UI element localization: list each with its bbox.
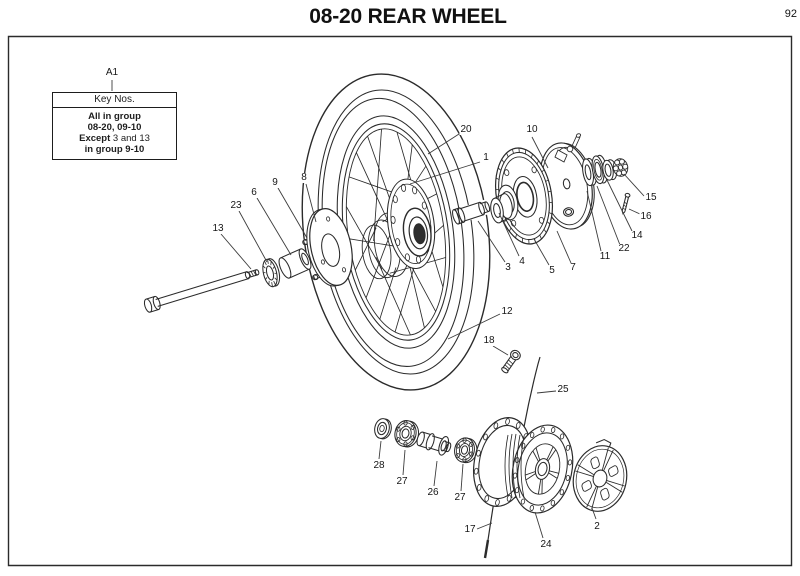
leader-line	[306, 184, 316, 222]
page-number: 92	[784, 8, 797, 20]
part-25-spoke	[524, 357, 540, 427]
key-box: Key Nos. All in group 08-20, 09-10 Excep…	[52, 92, 177, 160]
leader-line	[257, 198, 291, 255]
callout-3: 3	[504, 262, 512, 273]
callout-2: 2	[593, 521, 601, 532]
part-23-serrated-washer	[260, 257, 282, 288]
callout-6: 6	[250, 187, 258, 198]
leader-line	[221, 234, 251, 269]
callout-13: 13	[211, 223, 225, 234]
key-box-line-3: Except 3 and 13	[79, 133, 150, 144]
key-box-line-1: All in group	[88, 111, 141, 122]
leader-line	[534, 239, 549, 265]
leader-line	[403, 450, 405, 475]
leader-line	[624, 174, 644, 196]
part-28-seal	[373, 417, 393, 440]
callout-17: 17	[463, 524, 477, 535]
leader-line	[499, 213, 519, 256]
part-8-cover-plate	[300, 205, 358, 290]
leader-line	[629, 209, 640, 214]
leader-line	[557, 231, 571, 263]
leader-line	[493, 346, 508, 355]
callout-25: 25	[556, 384, 570, 395]
callout-15: 15	[644, 192, 658, 203]
callout-20: 20	[459, 124, 473, 135]
part-6-spacer	[277, 247, 314, 279]
brake-anchor-details	[555, 133, 581, 162]
leader-line	[379, 441, 381, 459]
part-3-axle-bolt	[451, 199, 491, 225]
callout-18: 18	[482, 335, 496, 346]
hub-barrel-ribs-front	[505, 434, 524, 498]
callout-7: 7	[569, 262, 577, 273]
leader-line	[478, 221, 505, 262]
leader-line	[239, 211, 267, 262]
leader-line	[587, 191, 601, 251]
page-border	[9, 37, 792, 566]
callout-A1: A1	[104, 67, 120, 78]
callout-9: 9	[271, 177, 279, 188]
callout-23: 23	[229, 200, 243, 211]
callout-10: 10	[525, 124, 539, 135]
page-title: 08-20 REAR WHEEL	[309, 5, 507, 28]
callout-8: 8	[300, 172, 308, 183]
part-2-cush-drive	[567, 435, 634, 516]
leader-line	[278, 188, 307, 238]
leader-line	[607, 180, 632, 231]
callout-4: 4	[518, 256, 526, 267]
key-box-line-4: in group 9-10	[84, 144, 145, 155]
leader-line	[434, 461, 437, 486]
part-15-nut	[612, 158, 629, 178]
callout-5: 5	[548, 265, 556, 276]
callout-12: 12	[500, 306, 514, 317]
callout-16: 16	[639, 211, 653, 222]
callout-27: 27	[453, 492, 467, 503]
callout-11: 11	[598, 251, 612, 262]
key-box-line-2: 08-20, 09-10	[87, 122, 142, 133]
part-24-hub-flange-right	[505, 419, 581, 518]
leader-line	[428, 134, 459, 154]
part-13-axle	[143, 268, 261, 314]
callout-24: 24	[539, 539, 553, 550]
part-4-spacer	[489, 193, 514, 224]
leader-line	[597, 186, 620, 245]
leader-line	[537, 391, 556, 393]
leader-line	[477, 523, 492, 529]
part-1-wheel-hub	[353, 176, 440, 281]
part-16-screw	[621, 193, 631, 214]
leader-line	[535, 512, 543, 538]
key-box-header: Key Nos.	[53, 93, 176, 108]
callout-22: 22	[617, 243, 631, 254]
leader-line	[448, 314, 500, 339]
part-26-axle-sleeve	[415, 430, 453, 457]
callout-27: 27	[395, 476, 409, 487]
leader-line	[461, 464, 463, 491]
callout-1: 1	[482, 152, 490, 163]
leader-lines	[112, 80, 644, 538]
callout-14: 14	[630, 230, 644, 241]
part-27-bearing-a	[393, 419, 421, 449]
leader-line	[532, 137, 548, 168]
leader-line	[410, 162, 480, 184]
part-18-valve-stem	[500, 349, 522, 375]
part-17-spoke-nipple	[485, 540, 488, 558]
callout-26: 26	[426, 487, 440, 498]
leader-line	[592, 508, 596, 519]
callout-28: 28	[372, 460, 386, 471]
